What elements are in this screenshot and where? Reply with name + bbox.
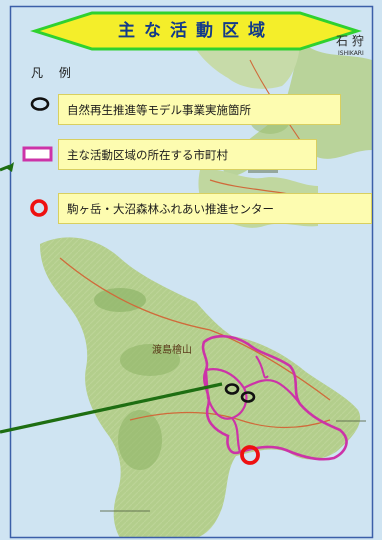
map-annotation-mark [100,510,150,512]
activity-area-boundary [231,417,242,453]
center-location-marker [240,445,260,465]
activity-area-boundary [255,355,269,379]
road [59,257,331,401]
map-label-mountain: 渡島檜山 [152,345,192,356]
legend-item-forest-center: 駒ヶ岳・大沼森林ふれあい推進センター [58,193,372,224]
leader-arrowhead-top [6,162,14,172]
forest-patch [120,344,180,376]
legend-black-ring-marker [30,97,50,111]
legend-item-project-sites: 自然再生推進等モデル事業実施箇所 [58,94,341,125]
forest-patch [94,288,146,312]
land-north-upper [190,40,300,89]
map-label-ishikari: 石 狩 [336,34,364,48]
activity-area-boundary [204,368,248,420]
map-title: 主な活動区域 [118,21,274,41]
map-annotation-mark [336,420,366,422]
road [129,411,331,429]
project-site-marker [224,383,240,395]
map-label-ishikari-roman: ISHIKARI [338,50,364,57]
title-banner [30,11,362,51]
leader-line-bottom [0,382,223,434]
legend-magenta-rectangle-marker [22,146,53,162]
activity-area-boundary [201,334,348,461]
legend-heading: 凡 例 [31,66,77,80]
map-frame [9,5,374,539]
activity-area-boundary [243,379,301,405]
legend-item-municipalities: 主な活動区域の所在する市町村 [58,139,317,170]
forest-patch [118,410,162,470]
map-annotation-mark [248,170,278,173]
legend-red-ring-marker [30,199,48,217]
project-site-marker [240,391,256,403]
